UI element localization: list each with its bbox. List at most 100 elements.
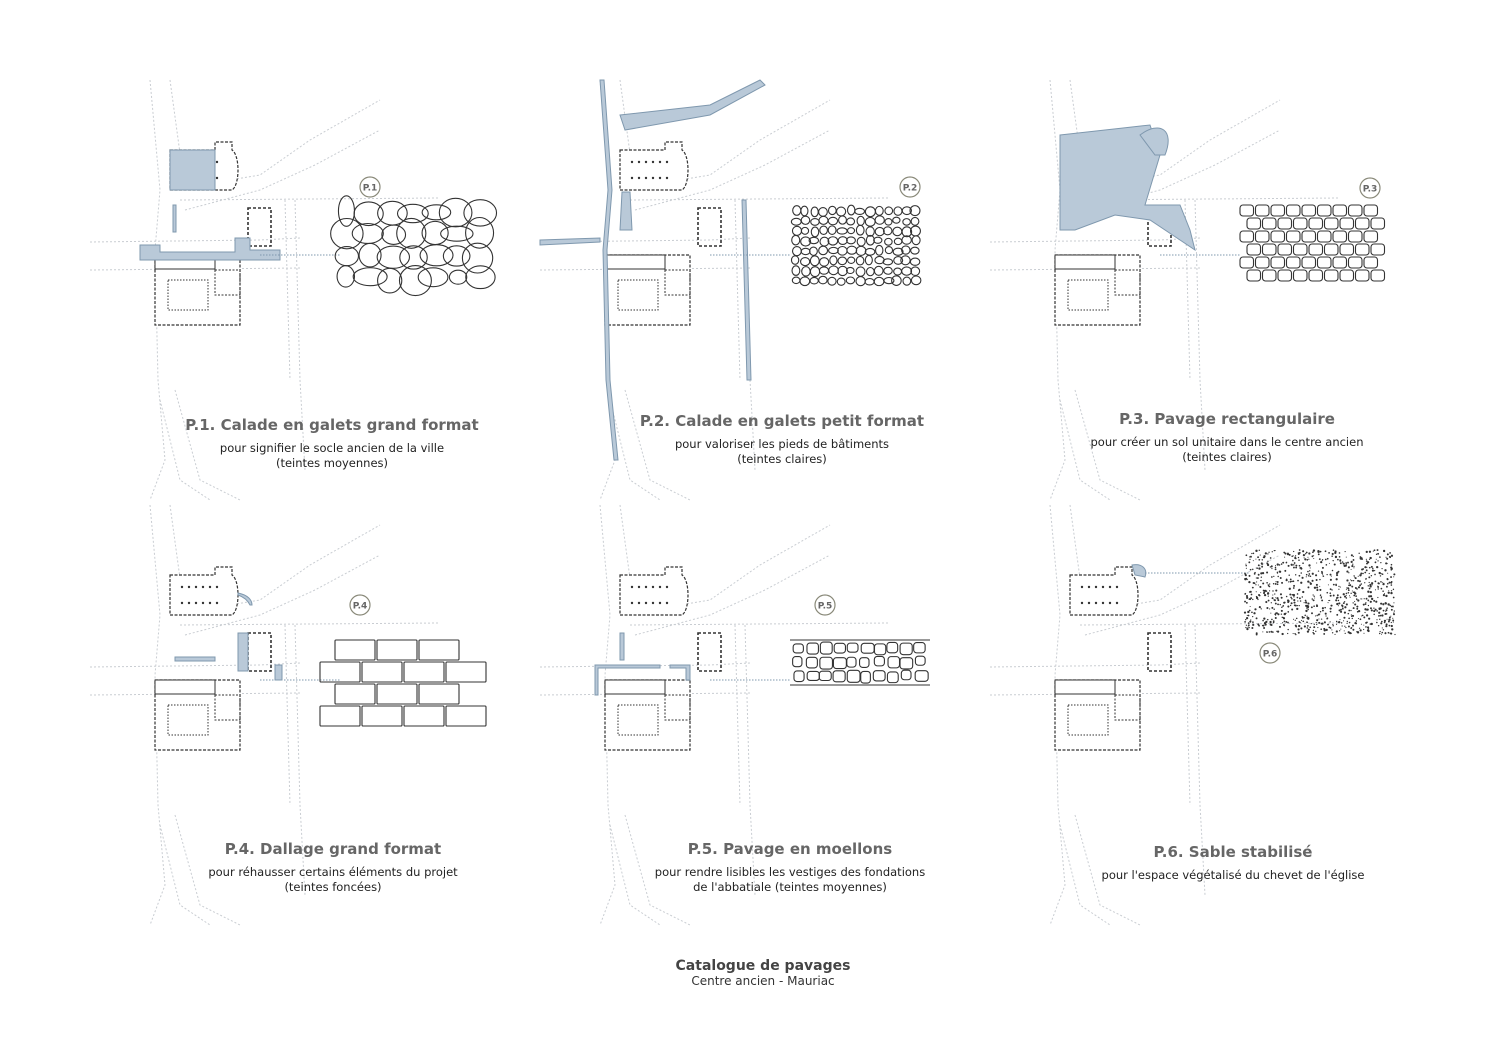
sand-grain bbox=[1352, 602, 1354, 604]
sand-grain bbox=[1364, 603, 1367, 605]
stone bbox=[901, 226, 913, 238]
stone bbox=[827, 205, 837, 216]
street-outline bbox=[1079, 197, 1341, 201]
stone bbox=[846, 217, 856, 226]
description-line: de l'abbatiale (teintes moyennes) bbox=[693, 880, 887, 894]
sand-grain bbox=[1273, 575, 1275, 577]
sand-grain bbox=[1373, 549, 1376, 552]
sand-grain bbox=[1377, 552, 1380, 555]
sand-grain bbox=[1324, 550, 1327, 553]
paver bbox=[1246, 217, 1262, 230]
sand-grain bbox=[1368, 595, 1371, 598]
sand-grain bbox=[1283, 612, 1286, 616]
paver bbox=[1261, 269, 1277, 282]
abbey-room bbox=[1114, 694, 1141, 721]
sand-grain bbox=[1340, 628, 1342, 630]
rubble-stone bbox=[846, 642, 859, 653]
sand-grain bbox=[1342, 593, 1345, 596]
paver bbox=[1246, 269, 1262, 282]
sand-grain bbox=[1329, 610, 1332, 613]
sand-grain bbox=[1288, 587, 1291, 590]
sand-grain bbox=[1339, 586, 1341, 588]
sand-grain bbox=[1257, 598, 1259, 601]
sand-grain bbox=[1251, 626, 1254, 629]
sand-grain bbox=[1245, 577, 1248, 580]
stone bbox=[893, 206, 903, 216]
sand-grain bbox=[1307, 628, 1310, 631]
sand-grain bbox=[1351, 565, 1354, 568]
abbey-wing bbox=[1054, 679, 1116, 695]
sand-grain bbox=[1369, 556, 1372, 560]
sand-grain bbox=[1361, 586, 1364, 590]
stone bbox=[465, 216, 495, 249]
sand-grain bbox=[1331, 629, 1333, 631]
stone bbox=[376, 245, 411, 269]
sand-grain bbox=[1292, 618, 1295, 620]
sand-grain bbox=[1387, 603, 1390, 606]
sand-grain bbox=[1245, 617, 1249, 620]
sand-grain bbox=[1387, 620, 1390, 623]
paving-panel-5: P.5 bbox=[539, 504, 1040, 930]
sand-grain bbox=[1312, 629, 1315, 632]
sand-grain bbox=[1268, 631, 1271, 633]
sand-grain bbox=[1315, 630, 1317, 632]
sand-grain bbox=[1289, 604, 1292, 607]
sand-grain bbox=[1288, 581, 1290, 583]
sand-grain bbox=[1269, 566, 1272, 568]
sand-grain bbox=[1367, 604, 1370, 607]
sand-grain bbox=[1284, 556, 1286, 558]
sand-grain bbox=[1340, 622, 1343, 624]
sand-grain bbox=[1273, 608, 1275, 610]
stone bbox=[809, 255, 820, 267]
sand-grain bbox=[1298, 624, 1301, 628]
site-plan bbox=[89, 79, 441, 501]
sand-grain bbox=[1266, 563, 1270, 567]
sand-grain bbox=[1297, 628, 1300, 631]
sand-grain bbox=[1275, 589, 1278, 592]
sand-grain bbox=[1390, 576, 1392, 578]
rubble-stone bbox=[819, 656, 834, 670]
sand-grain bbox=[1356, 605, 1359, 608]
sand-grain bbox=[1295, 555, 1297, 557]
sand-grain bbox=[1360, 598, 1362, 600]
sand-grain bbox=[1309, 582, 1313, 585]
sand-grain bbox=[1376, 549, 1379, 551]
slab bbox=[319, 705, 361, 727]
sand-grain bbox=[1279, 603, 1281, 606]
sand-grain bbox=[1337, 558, 1339, 561]
sand-grain bbox=[1317, 550, 1320, 553]
sand-grain bbox=[1311, 572, 1314, 575]
paver bbox=[1308, 269, 1324, 282]
sand-grain bbox=[1262, 631, 1264, 633]
sand-grain bbox=[1296, 605, 1299, 607]
stone bbox=[884, 237, 893, 246]
paver bbox=[1332, 256, 1348, 269]
paver bbox=[1277, 217, 1293, 230]
sand-grain bbox=[1384, 602, 1387, 605]
slab bbox=[361, 661, 403, 683]
paver bbox=[1270, 230, 1286, 243]
sand-grain bbox=[1388, 618, 1391, 621]
church-column bbox=[665, 585, 669, 589]
sand-grain bbox=[1267, 584, 1270, 587]
sand-grain bbox=[1271, 576, 1273, 578]
stone bbox=[910, 246, 920, 255]
cloister bbox=[617, 704, 659, 736]
slab bbox=[445, 705, 487, 727]
stone bbox=[808, 236, 820, 245]
church-column bbox=[637, 176, 641, 180]
rectangular-pavers-pattern bbox=[1239, 204, 1386, 282]
stone bbox=[901, 245, 911, 255]
sand-grain bbox=[1263, 594, 1267, 597]
sand-grain bbox=[1383, 621, 1386, 624]
sand-grain bbox=[1364, 571, 1367, 574]
slab bbox=[376, 683, 418, 705]
sand-grain bbox=[1307, 624, 1309, 627]
sand-grain bbox=[1253, 612, 1256, 615]
sand-grain bbox=[1329, 588, 1332, 591]
sand-grain bbox=[1342, 562, 1345, 565]
sand-grain bbox=[1358, 627, 1361, 629]
highlighted-zone bbox=[619, 191, 633, 231]
large-pebbles-pattern bbox=[330, 195, 498, 297]
sand-grain bbox=[1330, 575, 1332, 577]
